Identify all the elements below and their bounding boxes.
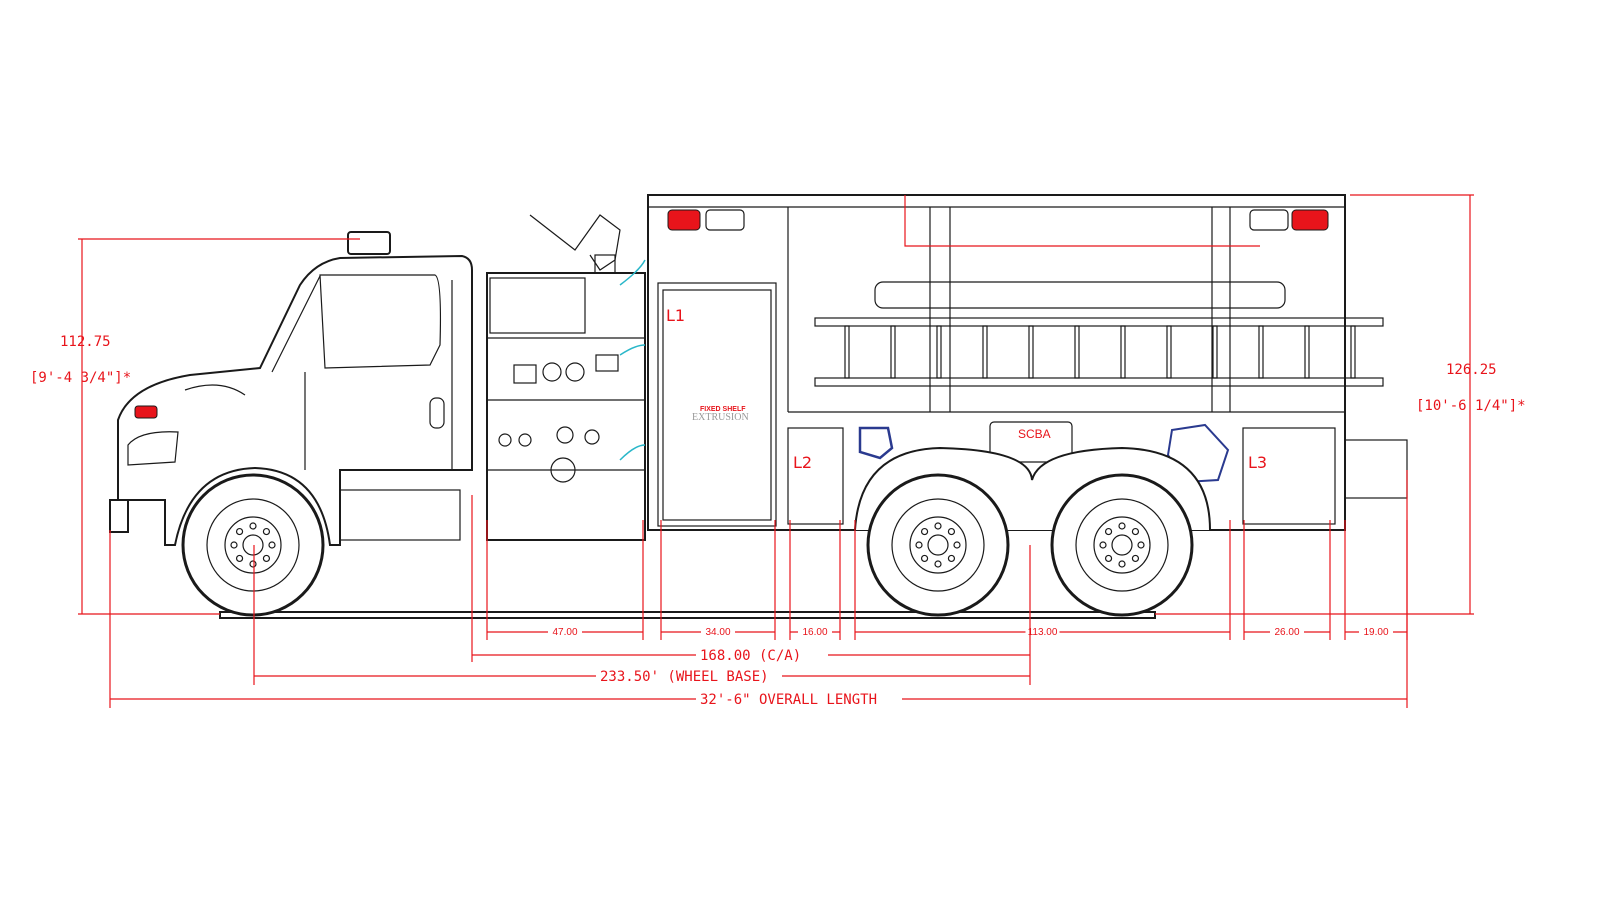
wheel [1050, 473, 1194, 617]
bumper [109, 499, 129, 533]
height-dimensions: 112.75 [9'-4 3/4"]* 126.25 [10'-6 1/4"]* [30, 194, 1526, 615]
ladder-rung [1166, 325, 1172, 379]
segment-dimension-label: 113.00 [1028, 627, 1058, 638]
label-l1: L1 [666, 306, 685, 325]
wheel [866, 473, 1010, 617]
ca-dimension: 168.00 (C/A) [700, 648, 801, 664]
compartment-scba[interactable] [989, 421, 1073, 463]
label-fixed-shelf: FIXED SHELF [700, 406, 746, 413]
length-dimensions: 168.00 (C/A) 233.50' (WHEEL BASE) 32'-6"… [109, 470, 1408, 708]
beacon-light [347, 231, 391, 255]
ladder [814, 317, 1384, 387]
compartment-l1[interactable] [657, 282, 777, 527]
suction-hose [874, 281, 1286, 309]
ladder-rung [1258, 325, 1264, 379]
ladder-rung [936, 325, 942, 379]
ladder-rung [1212, 325, 1218, 379]
compartment-l2[interactable] [787, 427, 844, 525]
label-extrusion: EXTRUSION [692, 412, 749, 423]
ladder-rung [1074, 325, 1080, 379]
body [647, 194, 1408, 531]
wheel [181, 473, 325, 617]
segment-dimension-label: 19.00 [1363, 627, 1388, 638]
ladder-rung [1028, 325, 1034, 379]
overall-length-dimension: 32'-6" OVERALL LENGTH [700, 692, 877, 708]
ladder-rung [890, 325, 896, 379]
ladder-rung [1120, 325, 1126, 379]
segment-dimension-label: 16.00 [802, 627, 827, 638]
ladder-rung [982, 325, 988, 379]
wheelbase-dimension: 233.50' (WHEEL BASE) [600, 669, 769, 685]
cab [109, 231, 473, 546]
cab-height-ft: [9'-4 3/4"]* [30, 370, 131, 386]
compartment-l3[interactable] [1242, 427, 1336, 525]
segment-dimension-label: 34.00 [705, 627, 730, 638]
body-height: 126.25 [1446, 362, 1497, 378]
ladder-rung [1304, 325, 1310, 379]
label-scba: SCBA [1018, 427, 1051, 441]
pump-panel [486, 214, 646, 541]
label-l3: L3 [1248, 453, 1267, 472]
ladder-rung [844, 325, 850, 379]
segment-dimension-label: 47.00 [552, 627, 577, 638]
cab-height: 112.75 [60, 334, 111, 350]
segment-dimensions: 47.00 34.00 16.00 113.00 26.00 19.00 [486, 520, 1408, 640]
ladder-rung [1350, 325, 1356, 379]
body-height-ft: [10'-6 1/4"]* [1416, 398, 1526, 414]
segment-dimension-label: 26.00 [1274, 627, 1299, 638]
marker-light [134, 405, 158, 419]
ground-rail [219, 611, 1156, 619]
label-l2: L2 [793, 453, 812, 472]
